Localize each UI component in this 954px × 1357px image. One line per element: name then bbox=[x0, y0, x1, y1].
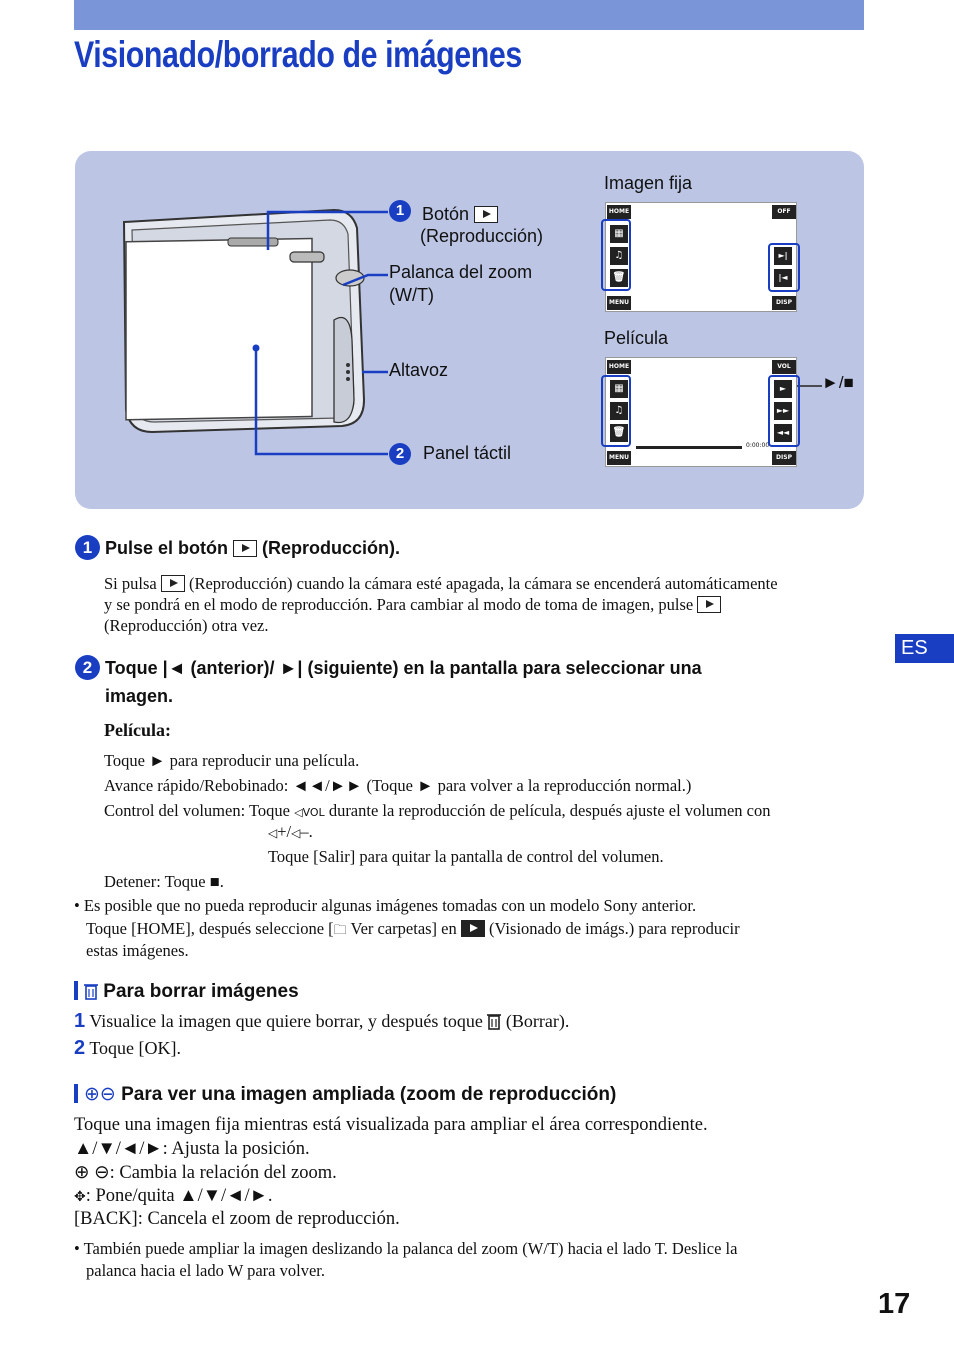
callout-palanca: Palanca del zoom bbox=[389, 262, 533, 282]
index-icon: ▦ bbox=[610, 225, 628, 243]
speaker-icon: ◁ bbox=[268, 826, 278, 840]
callout-altavoz: Altavoz bbox=[389, 360, 449, 380]
step-1-badge: 1 bbox=[75, 535, 100, 560]
highlight-right-still bbox=[768, 243, 800, 292]
bullet-note-2: Toque [HOME], después seleccione [🗀 Ver … bbox=[86, 919, 740, 938]
folder-icon: 🗀 bbox=[333, 923, 347, 938]
progress-bar bbox=[636, 446, 742, 449]
off-button: OFF bbox=[772, 205, 796, 219]
callout-wt: (W/T) bbox=[389, 285, 434, 305]
time-readout: 0:00:00 bbox=[746, 442, 770, 449]
line-salir: Toque [Salir] para quitar la pantalla de… bbox=[268, 847, 664, 866]
callout-lines bbox=[252, 210, 822, 456]
next-icon: ►| bbox=[774, 247, 792, 265]
menu-button: MENU bbox=[607, 451, 631, 465]
rewind-icon: ◄◄ bbox=[774, 424, 792, 442]
callout-reproduccion: (Reproducción) bbox=[420, 226, 544, 246]
fast-forward-icon: ►► bbox=[774, 402, 792, 420]
highlight-left-movie bbox=[601, 375, 631, 447]
disp-button: DISP bbox=[772, 296, 796, 310]
zoom-line-4: ✥: Pone/quita ▲/▼/◄/►. bbox=[74, 1186, 273, 1206]
callout-boton: Botón bbox=[422, 204, 499, 225]
label-imagen-fija: Imagen fija bbox=[604, 173, 693, 193]
step-1-line2: y se pondrá en el modo de reproducción. … bbox=[104, 594, 722, 615]
zoom-bullet-1: • También puede ampliar la imagen desliz… bbox=[74, 1239, 738, 1258]
borrar-step-1: 1 Visualice la imagen que quiere borrar,… bbox=[74, 1010, 570, 1032]
arrows-toggle-icon: ✥ bbox=[74, 1189, 86, 1205]
zoom-in-icon: ⊕ bbox=[74, 1162, 90, 1183]
play-button-icon bbox=[160, 575, 185, 592]
zoom-in-icon: ⊕ bbox=[84, 1083, 100, 1105]
header-bar bbox=[74, 0, 864, 30]
line-toque: Toque ► para reproducir una película. bbox=[104, 751, 360, 770]
home-button: HOME bbox=[607, 360, 631, 374]
line-volume-cont: ◁+/◁–. bbox=[268, 822, 313, 841]
trash-icon bbox=[84, 984, 98, 1000]
callout-panel: Panel táctil bbox=[423, 443, 512, 463]
label-play-stop: ►/■ bbox=[822, 373, 854, 392]
trash-icon: 🗑 bbox=[610, 269, 628, 287]
zoom-out-icon: ⊖ bbox=[94, 1162, 110, 1183]
speaker-icon: ◁ bbox=[291, 826, 301, 840]
section-borrar-heading: Para borrar imágenes bbox=[74, 981, 299, 1003]
callout-2-badge: 2 bbox=[389, 443, 411, 465]
callout-1-badge: 1 bbox=[389, 200, 411, 222]
borrar-step-2: 2 Toque [OK]. bbox=[74, 1037, 182, 1059]
bullet-note-1: • Es posible que no pueda reproducir alg… bbox=[74, 896, 697, 915]
pelicula-label: Película: bbox=[104, 720, 171, 740]
bullet-note-3: estas imágenes. bbox=[86, 941, 189, 960]
play-button-icon bbox=[460, 920, 485, 937]
volume-button: VOL bbox=[772, 360, 796, 374]
highlight-left-still bbox=[601, 219, 631, 291]
language-tab: ES bbox=[895, 634, 954, 663]
index-icon: ▦ bbox=[610, 380, 628, 398]
play-icon: ► bbox=[774, 380, 792, 398]
disp-button: DISP bbox=[772, 451, 796, 465]
still-image-screen: HOME OFF ▦ ♫ 🗑 ►| |◄ MENU DISP bbox=[605, 202, 797, 312]
play-button-icon bbox=[474, 206, 499, 223]
line-volume: Control del volumen: Toque ◁VOL durante … bbox=[104, 801, 771, 820]
step-2-heading: Toque |◄ (anterior)/ ►| (siguiente) en l… bbox=[105, 658, 702, 678]
step-2-badge: 2 bbox=[75, 655, 100, 680]
step-1-line1: Si pulsa (Reproducción) cuando la cámara… bbox=[104, 574, 778, 593]
menu-button: MENU bbox=[607, 296, 631, 310]
zoom-line-1: Toque una imagen fija mientras está visu… bbox=[74, 1115, 708, 1135]
home-button: HOME bbox=[607, 205, 631, 219]
movie-screen: HOME VOL ▦ ♫ 🗑 ► ►► ◄◄ 0:00:00 MENU DISP bbox=[605, 357, 797, 467]
line-avance: Avance rápido/Rebobinado: ◄◄/►► (Toque ►… bbox=[104, 776, 692, 795]
page-title: Visionado/borrado de imágenes bbox=[74, 34, 522, 75]
step-2-heading-cont: imagen. bbox=[105, 686, 174, 706]
volume-icon: ◁VOL bbox=[294, 806, 325, 819]
trash-icon bbox=[487, 1014, 502, 1030]
zoom-line-2: ▲/▼/◄/►: Ajusta la posición. bbox=[74, 1139, 310, 1159]
zoom-line-3: ⊕ ⊖: Cambia la relación del zoom. bbox=[74, 1162, 337, 1183]
zoom-out-icon: ⊖ bbox=[99, 1083, 116, 1105]
zoom-bullet-2: palanca hacia el lado W para volver. bbox=[86, 1261, 325, 1280]
zoom-line-5: [BACK]: Cancela el zoom de reproducción. bbox=[74, 1209, 400, 1229]
highlight-right-movie bbox=[768, 375, 800, 447]
play-button-icon bbox=[697, 596, 722, 613]
page-number: 17 bbox=[878, 1288, 911, 1320]
line-detener: Detener: Toque ■. bbox=[104, 872, 224, 891]
section-zoom-heading: ⊕⊖ Para ver una imagen ampliada (zoom de… bbox=[74, 1083, 616, 1106]
slideshow-icon: ♫ bbox=[610, 402, 628, 420]
camera-illustration bbox=[122, 208, 366, 434]
slideshow-icon: ♫ bbox=[610, 247, 628, 265]
trash-icon: 🗑 bbox=[610, 424, 628, 442]
prev-icon: |◄ bbox=[162, 658, 186, 678]
label-pelicula: Película bbox=[604, 328, 669, 348]
step-1-heading: Pulse el botón (Reproducción). bbox=[105, 538, 401, 558]
step-1-line3: (Reproducción) otra vez. bbox=[104, 616, 269, 635]
prev-icon: |◄ bbox=[774, 269, 792, 287]
play-button-icon bbox=[233, 540, 258, 557]
next-icon: ►| bbox=[279, 658, 303, 678]
